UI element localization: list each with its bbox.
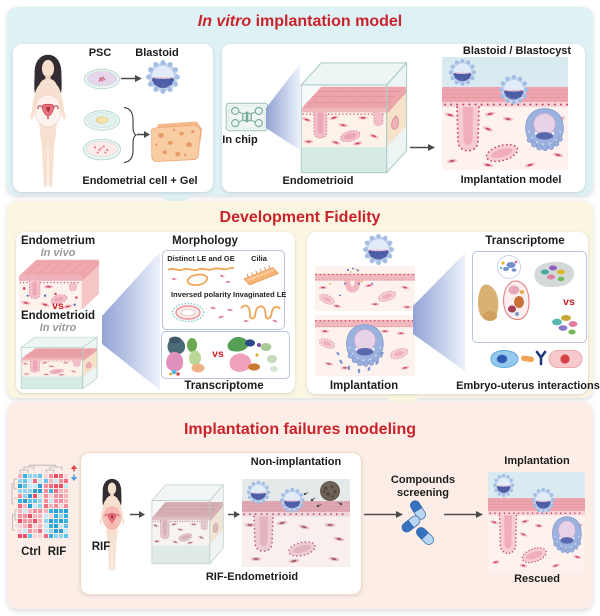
feature-distinct-le-ge: Distinct LE and GE <box>167 254 235 263</box>
morph-inversed-polarity-illustration <box>171 302 234 323</box>
endometrioid-label: Endometrioid <box>282 175 354 187</box>
in-vitro-label: In vitro <box>39 322 77 334</box>
psc-dish-icon <box>84 68 120 90</box>
in-vivo-label: In vivo <box>40 247 76 259</box>
transcriptome-label-left: Transcriptome <box>184 380 264 392</box>
embryo-uterus-interaction-illustration <box>490 349 583 369</box>
blastoid-icon <box>145 59 181 95</box>
heatmap-ctrl-columns <box>18 474 43 539</box>
arrow-to-compounds-icon <box>364 511 403 518</box>
feature-invaginated-le: Invaginated LE <box>233 290 287 299</box>
rif-patient-illustration <box>99 478 125 571</box>
funnel-chip-to-cube <box>266 64 300 150</box>
endometrioid-label-2: Endometrioid <box>20 310 96 322</box>
embryo-uterus-interactions-label: Embryo-uterus interactions <box>456 380 600 392</box>
rif-endometrioid-label: RIF-Endometrioid <box>205 571 299 583</box>
implantation-model-illustration <box>442 57 568 170</box>
gel-dish-icon <box>84 110 120 131</box>
funnel-implantation-to-transcriptome <box>413 253 465 371</box>
arrow-dishes-to-gel-icon <box>137 131 150 138</box>
panel1-title: In vitro implantation model <box>7 13 593 31</box>
psc-label: PSC <box>88 47 112 59</box>
arrow-rif-to-cube-icon <box>130 511 145 518</box>
transcriptome-umap-right-illustration <box>478 255 578 335</box>
woman-figure-illustration <box>30 54 66 187</box>
morphology-title: Morphology <box>172 235 238 247</box>
endometrial-cell-gel-caption: Endometrial cell + Gel <box>82 175 198 187</box>
transcriptome-title-right: Transcriptome <box>485 235 565 247</box>
rif-column-label: RIF <box>47 546 67 558</box>
vs-tissue-label: vs <box>52 300 64 312</box>
endometrium-label: Endometrium <box>20 235 96 247</box>
compounds-screening-label: Compounds screening <box>390 474 456 499</box>
gel-sponge-icon <box>150 121 203 162</box>
feature-cilia: Cilia <box>251 254 267 263</box>
blastoid-icon-2 <box>362 233 395 266</box>
morph-distinct-le-ge-illustration <box>167 267 235 286</box>
panel3-title: Implantation failures modeling <box>183 421 417 438</box>
funnel-tissue-to-morphology <box>102 252 160 390</box>
morph-invaginated-le-illustration <box>240 304 281 323</box>
implantation-apposition-illustration <box>315 266 415 311</box>
panel1-title-rest: implantation model <box>255 13 403 30</box>
rescued-implantation-illustration <box>488 472 585 570</box>
morph-cilia-illustration <box>243 265 280 286</box>
rif-patient-label: RIF <box>91 541 111 553</box>
endometrial-cell-dish-icon <box>83 138 121 161</box>
arrow-psc-to-blastoid-icon <box>121 75 142 82</box>
heatmap-rif-columns <box>44 474 69 539</box>
non-implantation-label: Non-implantation <box>250 456 342 468</box>
in-chip-label: In chip <box>222 134 258 146</box>
heatmap-dendrogram-left <box>11 478 17 531</box>
transcriptome-umap-left-illustration <box>166 336 278 376</box>
arrow-cube-to-model-icon <box>410 144 435 151</box>
pills-icon <box>399 500 436 547</box>
arrow-to-rescued-icon <box>444 511 483 518</box>
implantation-label: Implantation <box>329 380 399 392</box>
heatmap-legend-arrows <box>70 465 78 481</box>
morphology-box: Distinct LE and GE Cilia Inversed polari… <box>162 250 287 330</box>
heatmap-illustration <box>11 464 78 544</box>
arrow-cube-to-nonimpl-icon <box>228 511 240 518</box>
bracket-icon <box>123 106 137 164</box>
rescued-label: Rescued <box>514 573 560 585</box>
feature-inversed-polarity: Inversed polarity <box>170 290 232 299</box>
implantation-label-3: Implantation <box>504 455 570 467</box>
panel2-title: Development Fidelity <box>219 209 381 226</box>
panel1-title-italic: In vitro <box>197 13 252 30</box>
ctrl-label: Ctrl <box>21 546 41 558</box>
blastoid-label: Blastoid <box>135 47 179 59</box>
vs-transcriptome-right: vs <box>563 296 575 308</box>
implantation-invasion-illustration <box>315 315 415 376</box>
vs-transcriptome-left: vs <box>212 348 224 360</box>
transcriptome-box-right: vs <box>472 251 587 343</box>
heatmap-dendrogram-top <box>19 464 63 473</box>
transcriptome-box-left: vs <box>161 331 290 379</box>
rif-endometrioid-cube-illustration <box>147 477 227 569</box>
endometrioid-cube-illustration-2 <box>16 332 101 392</box>
endometrioid-cube-illustration <box>294 52 412 180</box>
blastoid-blastocyst-label: Blastoid / Blastocyst <box>462 45 572 57</box>
non-implantation-illustration <box>242 479 350 567</box>
implantation-model-label: Implantation model <box>460 174 562 186</box>
chip-icon <box>225 102 269 132</box>
